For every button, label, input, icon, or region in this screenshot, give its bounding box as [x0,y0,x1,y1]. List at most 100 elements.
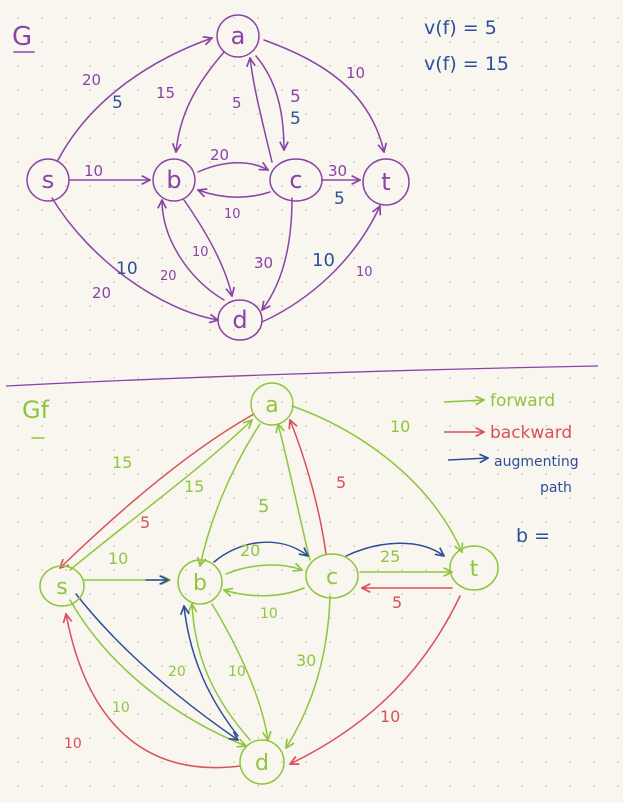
edge-c-d [262,197,293,310]
gf-node-t-label: t [470,557,479,582]
label-b-c-cap: 20 [210,146,229,164]
graph-gf-title: Gf [22,396,50,424]
graph-gf: Gf [22,382,499,785]
node-s [26,158,70,202]
path-b-c [213,541,308,563]
edge-gf-s-a [69,420,252,571]
edge-gf-a-c-back [290,420,327,555]
gf-node-b-label: b [193,571,207,596]
edge-b-d [183,199,232,296]
gf-label-b-c: 20 [240,541,260,560]
label-c-t-cap: 30 [328,162,347,180]
label-s-d-cap: 20 [92,284,111,302]
edge-gf-c-d [286,595,331,748]
graph-g-edge-labels: 20 5 15 5 5 5 10 10 20 10 30 5 20 10 20 … [82,64,373,302]
edge-s-a [57,38,212,161]
edge-d-t [261,206,380,323]
label-d-t-cap: 10 [356,265,373,280]
gf-label-c-d: 30 [296,651,316,670]
label-c-t-flow: 5 [334,189,345,209]
graph-gf-edge-labels: 15 5 15 5 5 10 10 20 10 25 5 10 10 20 10… [64,417,410,752]
gf-label-b-d: 10 [228,664,246,680]
edge-a-c [255,55,284,150]
gf-label-s-d: 10 [112,700,130,716]
gf-label-c-b: 10 [260,606,278,622]
legend-forward-arrow [443,400,484,402]
edge-gf-a-s-back [60,413,255,568]
gf-label-a-c-back: 5 [336,473,346,492]
label-a-t-cap: 10 [346,64,365,82]
label-c-d-cap: 30 [254,254,273,272]
gf-node-s [39,565,85,607]
graph-g-node-labels: s a b c t d [42,22,391,334]
node-d-label: d [232,306,247,334]
gf-node-s-label: s [56,575,67,600]
label-d-b-cap: 20 [160,269,177,284]
legend-path-arrow [447,458,488,460]
flow-value-2: v(f) = 15 [424,53,509,75]
section-divider [5,365,599,387]
node-a-label: a [231,22,246,50]
gf-node-d-label: d [255,751,269,776]
edge-c-b [198,190,271,198]
label-c-b-cap: 10 [224,207,241,222]
label-a-c-flow: 5 [290,109,301,129]
label-d-t-flow: 10 [312,250,335,271]
bottleneck-label: b = [516,525,550,547]
node-a [216,14,260,58]
node-s-label: s [42,166,55,194]
edge-a-b [176,51,225,152]
gf-label-s-b: 10 [108,549,128,568]
gf-label-c-t: 25 [380,547,400,566]
graph-g: G [12,14,410,341]
edge-c-a [250,58,273,163]
edge-a-t [263,39,384,152]
node-b [152,158,196,202]
label-a-c-cap: 5 [290,87,301,107]
edge-s-d [51,197,218,320]
legend-backward-label: backward [490,423,572,443]
graph-gf-node-labels: s a b c t d [56,393,478,776]
path-d-b [184,606,239,737]
label-s-a-cap: 20 [82,71,101,89]
gf-node-a [250,382,294,426]
node-b-label: b [166,166,181,194]
node-c-label: c [289,166,302,194]
gf-node-a-label: a [265,393,278,418]
flow-value-1: v(f) = 5 [424,17,497,39]
path-c-t [345,542,444,556]
gf-label-d-b: 20 [168,664,186,680]
path-s-d [75,593,238,740]
edge-gf-d-b [192,604,251,741]
gf-node-b [177,559,223,605]
label-c-a-cap: 5 [232,94,242,112]
gf-label-a-b: 15 [184,477,204,496]
gf-node-c-label: c [326,565,338,590]
edge-gf-s-d [69,599,246,746]
edge-gf-b-c [225,565,302,575]
gf-node-c [305,553,359,599]
legend: forward backward augmenting path [443,391,579,496]
gf-label-s-a: 15 [112,453,132,472]
node-t-label: t [381,168,390,196]
edge-gf-t-d-back [290,595,461,764]
label-s-b-cap: 10 [84,162,103,180]
node-c [269,158,323,202]
legend-path-label-2: path [540,480,572,496]
label-b-d-cap: 10 [192,245,209,260]
label-a-b-cap: 15 [156,84,175,102]
flow-values: v(f) = 5 v(f) = 15 [424,17,509,75]
gf-node-t [449,545,499,591]
legend-path-label-1: augmenting [494,454,579,470]
gf-label-t-c-back: 5 [392,593,402,612]
gf-label-a-s-back: 5 [140,513,150,532]
node-d [217,299,263,341]
edge-gf-a-t [291,405,462,552]
edge-gf-b-d [211,603,268,740]
gf-label-t-d-back: 10 [380,707,400,726]
node-t [362,158,410,206]
gf-label-c-a: 5 [258,496,269,517]
gf-label-a-t: 10 [390,417,410,436]
